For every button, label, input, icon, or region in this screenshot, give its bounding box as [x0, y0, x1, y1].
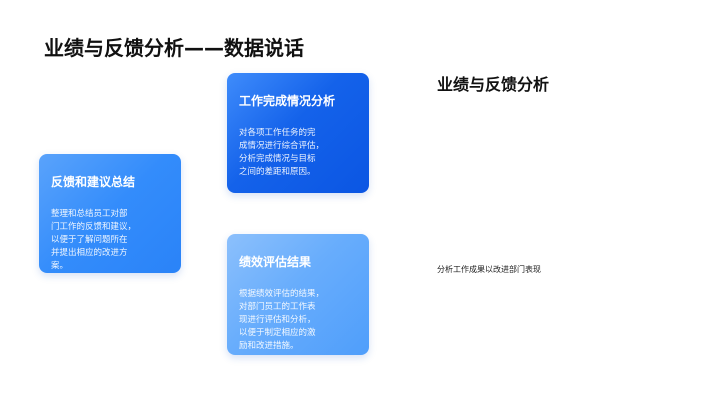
card-line: 并提出相应的改进方: [51, 248, 128, 258]
card-body: 整理和总结员工对部 门工作的反馈和建议， 以便于了解问题所在 并提出相应的改进方…: [51, 208, 169, 273]
card-line: 成情况进行综合评估，: [239, 141, 325, 151]
card-performance-results: 绩效评估结果 根据绩效评估的结果， 对部门员工的工作表 现进行评估和分析， 以便…: [227, 234, 369, 355]
card-line: 根据绩效评估的结果，: [239, 289, 325, 299]
card-body: 对各项工作任务的完 成情况进行综合评估， 分析完成情况与目标 之间的差距和原因。: [239, 127, 357, 179]
card-body: 根据绩效评估的结果， 对部门员工的工作表 现进行评估和分析， 以便于制定相应的激…: [239, 288, 357, 353]
card-line: 对各项工作任务的完: [239, 128, 316, 138]
side-description: 分析工作成果以改进部门表现: [437, 265, 541, 274]
side-title: 业绩与反馈分析: [437, 75, 550, 94]
card-line: 励和改进措施。: [239, 341, 299, 351]
card-work-completion: 工作完成情况分析 对各项工作任务的完 成情况进行综合评估， 分析完成情况与目标 …: [227, 73, 369, 193]
card-line: 现进行评估和分析，: [239, 315, 316, 325]
card-line: 以便于制定相应的激: [239, 328, 316, 338]
page-title: 业绩与反馈分析——数据说话: [44, 36, 304, 60]
card-feedback-summary: 反馈和建议总结 整理和总结员工对部 门工作的反馈和建议， 以便于了解问题所在 并…: [39, 154, 181, 273]
card-title: 工作完成情况分析: [239, 94, 336, 108]
card-title: 反馈和建议总结: [51, 175, 136, 189]
card-line: 以便于了解问题所在: [51, 235, 128, 245]
card-line: 分析完成情况与目标: [239, 154, 316, 164]
card-line: 整理和总结员工对部: [51, 209, 128, 219]
card-line: 之间的差距和原因。: [239, 167, 316, 177]
card-line: 门工作的反馈和建议，: [51, 222, 137, 232]
card-title: 绩效评估结果: [239, 255, 312, 269]
card-line: 对部门员工的工作表: [239, 302, 316, 312]
card-line: 案。: [51, 261, 69, 271]
